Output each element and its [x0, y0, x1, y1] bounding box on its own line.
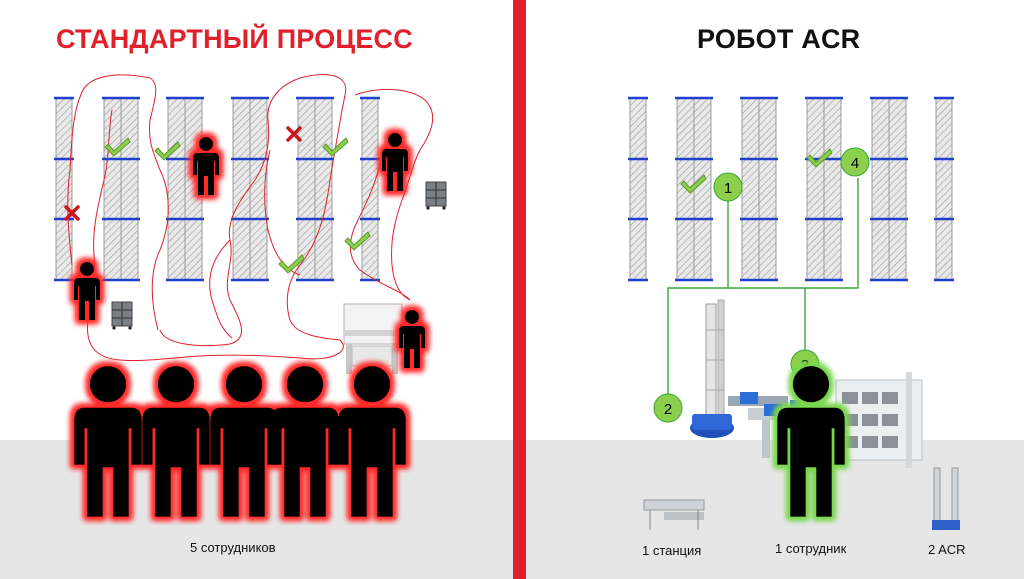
right-title: РОБОТ ACR [697, 24, 861, 54]
rack [102, 96, 140, 282]
left-title: СТАНДАРТНЫЙ ПРОЦЕСС [56, 24, 413, 54]
right-worker [777, 366, 845, 517]
svg-text:2: 2 [664, 401, 672, 418]
robots-caption: 2 ACR [928, 542, 966, 557]
rack [54, 96, 74, 282]
worker-icon [271, 366, 339, 517]
station-caption: 1 станция [642, 543, 702, 558]
worker-icon [210, 366, 278, 517]
svg-text:4: 4 [851, 155, 859, 172]
robot-icon [932, 467, 960, 530]
worker-icon [74, 262, 100, 320]
rack [231, 96, 269, 282]
svg-text:3: 3 [801, 357, 809, 374]
worker-caption: 1 сотрудник [775, 541, 847, 556]
worker-icon [382, 133, 408, 191]
robot-station [690, 299, 923, 468]
worker-icon [142, 366, 210, 517]
rack [628, 96, 648, 282]
worker-icon [399, 310, 425, 368]
rack [934, 96, 954, 282]
rack [296, 96, 334, 282]
workstation-icon [343, 303, 403, 374]
cart-icon [425, 181, 447, 211]
worker-icon [338, 366, 406, 517]
step-1: 1 [713, 172, 743, 202]
right-racks [628, 96, 954, 282]
rack [360, 96, 380, 282]
left-racks [54, 96, 380, 282]
staff-caption: 5 сотрудников [190, 540, 276, 555]
conveyor-icon [643, 499, 705, 530]
step-2: 2 [653, 393, 683, 423]
robot-route [667, 178, 859, 394]
svg-text:1: 1 [724, 180, 732, 197]
center-divider [513, 0, 526, 579]
worker-icon [777, 366, 845, 517]
staff-group [74, 366, 406, 517]
rack [740, 96, 778, 282]
cart-icon [111, 301, 133, 331]
rack [805, 96, 843, 282]
step-4: 4 [840, 147, 870, 177]
worker-icon [74, 366, 142, 517]
rack [870, 96, 908, 282]
